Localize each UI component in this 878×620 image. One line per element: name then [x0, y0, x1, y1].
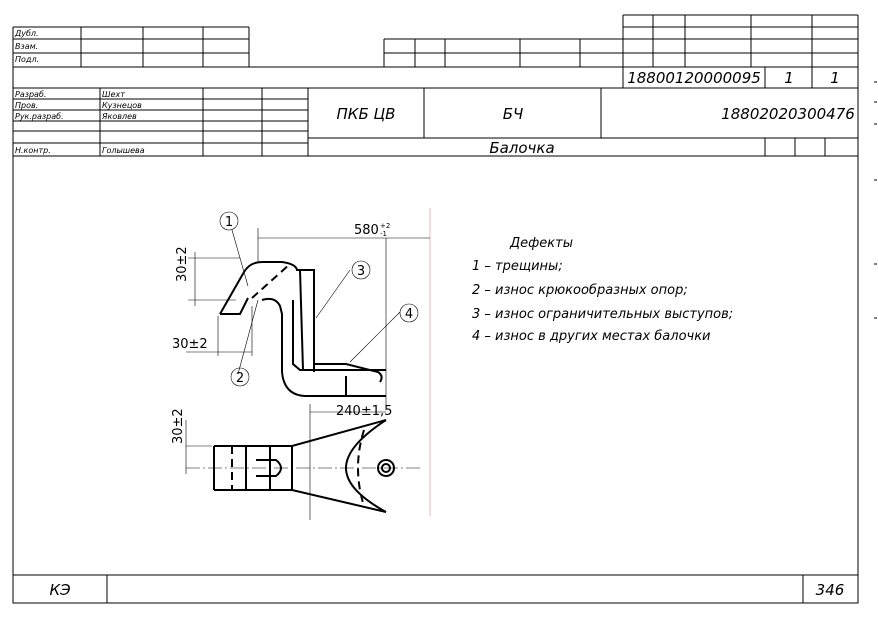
dimension-width-left: 30±2 [172, 337, 208, 352]
sheet-number: 1 [784, 69, 794, 87]
callouts: 1 2 3 4 [219, 211, 419, 387]
signature-block: Разраб. Шехт Пров. Кузнецов Рук.разраб. … [13, 88, 309, 156]
document-number: 18800120000095 [627, 69, 761, 87]
defects-title: Дефекты [509, 236, 573, 251]
callout-1: 1 [225, 215, 233, 230]
margin-ticks [874, 81, 877, 319]
signature-role: Рук.разраб. [15, 112, 64, 121]
change-grid [383, 14, 859, 67]
dimension-height-top: 30±2 [175, 246, 190, 282]
organization: ПКБ ЦВ [337, 105, 396, 123]
dimension-labels: 580 +2 -1 30±2 30±2 240±1,5 30±2 [171, 222, 392, 444]
part-drawing: 1 2 3 4 580 +2 -1 30±2 30±2 240±1,5 30±2 [171, 208, 431, 520]
part-code: 18802020300476 [721, 105, 855, 123]
signature-role: Разраб. [15, 90, 46, 99]
department: БЧ [503, 105, 524, 123]
defect-item: 3 – износ ограничительных выступов; [472, 307, 733, 322]
signature-role: Пров. [15, 101, 38, 110]
dimension-height-bottom: 30±2 [171, 408, 186, 444]
dimension-length-lower: 240±1,5 [336, 404, 392, 419]
stamp-row-label: Дубл. [14, 29, 39, 38]
callout-3: 3 [357, 264, 365, 279]
signature-name: Кузнецов [102, 101, 142, 110]
title-block: Дубл. Взам. Подл. 18800120000095 1 1 Раз… [13, 14, 859, 157]
stamp-row-label: Подл. [15, 55, 39, 64]
dimension-tolerance-lower: -1 [380, 230, 387, 238]
callout-2: 2 [236, 371, 244, 386]
signature-name: Яковлев [101, 112, 137, 121]
dimension-length-main: 580 [354, 223, 379, 238]
signature-role: Н.контр. [15, 146, 51, 155]
stamp-row-label: Взам. [15, 42, 38, 51]
callout-4: 4 [405, 307, 413, 322]
defects-list: Дефекты 1 – трещины; 2 – износ крюкообра… [472, 236, 733, 344]
left-stamp: Дубл. Взам. Подл. [13, 26, 250, 67]
defect-item: 1 – трещины; [472, 259, 563, 274]
defect-item: 2 – износ крюкообразных опор; [472, 283, 688, 298]
sheet-count: 1 [830, 69, 840, 87]
defect-item: 4 – износ в других местах балочки [472, 329, 711, 344]
footer-page-number: 346 [816, 581, 845, 599]
plan-view [185, 419, 420, 513]
footer-code: КЭ [49, 581, 71, 599]
side-view [186, 228, 430, 520]
part-name: Балочка [489, 139, 554, 157]
signature-name: Голышева [102, 146, 145, 155]
footer: КЭ 346 [13, 574, 858, 603]
sheet-frame [12, 15, 859, 604]
dimension-tolerance-upper: +2 [380, 222, 390, 230]
signature-name: Шехт [102, 90, 125, 99]
